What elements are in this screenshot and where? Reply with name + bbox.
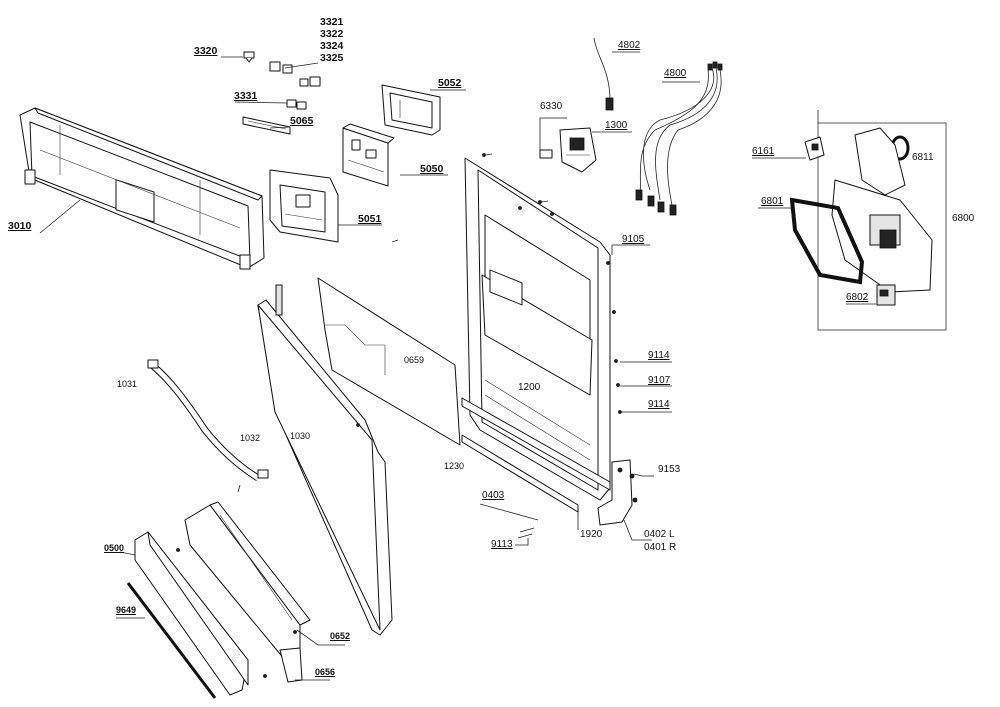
part-5050-control-board [342, 123, 395, 187]
part-6800-dispenser [831, 127, 933, 293]
label-5052: 5052 [438, 77, 462, 89]
part-6801-gasket [789, 197, 865, 285]
leader-3010 [39, 199, 81, 234]
part-1200-inner-door [464, 157, 611, 501]
label-9114-lower: 9114 [648, 399, 670, 410]
label-0402-l: 0402 L [644, 529, 675, 540]
label-9114-upper: 9114 [648, 350, 670, 361]
part-5051-housing [269, 169, 339, 243]
part-0656-cover [279, 647, 303, 683]
label-3320: 3320 [194, 45, 218, 57]
label-6801: 6801 [761, 196, 784, 207]
label-0401-r: 0401 R [644, 542, 677, 553]
label-0403: 0403 [482, 490, 505, 501]
label-5065: 5065 [290, 115, 314, 127]
label-5050: 5050 [420, 163, 444, 175]
part-0659-insulation [317, 277, 461, 446]
label-1300: 1300 [605, 120, 628, 131]
label-6330: 6330 [540, 101, 563, 112]
label-3321: 3321 [320, 16, 344, 28]
part-3321-buttons [269, 61, 321, 87]
label-9105: 9105 [622, 234, 645, 245]
label-9113: 9113 [491, 539, 513, 550]
label-1030: 1030 [290, 431, 311, 441]
part-6330-clip [539, 149, 553, 159]
label-1031: 1031 [117, 379, 138, 389]
part-1300-door-lock [559, 127, 597, 173]
label-0659: 0659 [404, 355, 425, 365]
label-3324: 3324 [320, 40, 344, 52]
label-9649: 9649 [116, 605, 137, 615]
part-0402-hinge-bracket [597, 459, 638, 526]
label-5051: 5051 [358, 213, 382, 225]
screws-door [482, 153, 622, 414]
label-6811: 6811 [912, 152, 934, 163]
part-5052-bracket [381, 84, 441, 136]
part-0652-kick-panel [184, 501, 311, 661]
part-6802-actuator [876, 284, 896, 306]
label-1920: 1920 [580, 529, 603, 540]
label-9107: 9107 [648, 375, 671, 386]
part-9113-screws [517, 527, 535, 539]
label-3322: 3322 [320, 28, 344, 40]
part-3331-buttons [286, 99, 307, 110]
label-6161: 6161 [752, 146, 775, 157]
label-0652: 0652 [330, 631, 351, 641]
part-1031-hose [147, 359, 269, 481]
part-0500-base-panel [134, 531, 267, 696]
label-3331: 3331 [234, 90, 258, 102]
part-0403-strip [461, 434, 579, 513]
group-box-6800 [817, 122, 947, 331]
part-9649-seal [126, 582, 217, 699]
label-6800: 6800 [952, 213, 975, 224]
part-3320-knob [243, 51, 255, 63]
label-3325: 3325 [320, 52, 344, 64]
part-5065-strip [242, 116, 291, 135]
label-3010: 3010 [8, 220, 32, 232]
part-1920-strip [461, 397, 611, 491]
label-6802: 6802 [846, 292, 869, 303]
label-4800: 4800 [664, 68, 687, 79]
part-4800-wire-harness [635, 61, 723, 216]
label-0656: 0656 [315, 667, 336, 677]
part-6161-clip [804, 136, 825, 161]
label-1200: 1200 [518, 382, 541, 393]
part-3010-control-panel [19, 107, 265, 270]
part-1030-outer-door [257, 299, 393, 636]
label-9153: 9153 [658, 464, 681, 475]
label-4802: 4802 [618, 40, 641, 51]
part-4802-wire [593, 37, 614, 111]
label-0500: 0500 [104, 543, 125, 553]
part-small-strip [275, 284, 283, 316]
label-1230: 1230 [444, 461, 465, 471]
label-1032: 1032 [240, 433, 261, 443]
